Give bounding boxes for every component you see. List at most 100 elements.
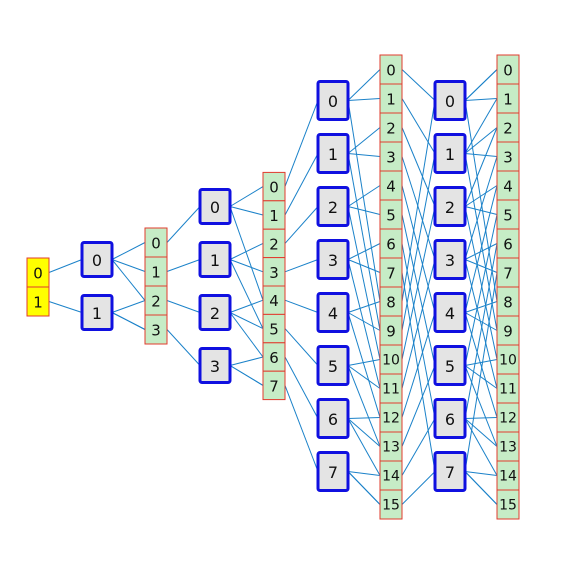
edge <box>464 471 498 505</box>
edge <box>347 359 381 366</box>
processing-node <box>198 347 232 384</box>
register-cell-label: 0 <box>269 179 279 197</box>
processing-node <box>198 241 232 278</box>
edge <box>284 153 319 216</box>
edge <box>401 206 436 360</box>
edge <box>111 259 146 301</box>
register-cell-label: 2 <box>503 120 513 138</box>
edge <box>284 206 319 244</box>
edge <box>464 69 498 101</box>
edge <box>401 312 436 418</box>
register-cell-label: 12 <box>499 411 517 427</box>
edge <box>464 206 498 215</box>
edge <box>347 312 381 331</box>
edge <box>111 242 146 260</box>
edge <box>401 418 436 476</box>
processing-node <box>433 186 467 227</box>
register-cell-label: 7 <box>386 265 396 283</box>
edge <box>166 206 201 243</box>
processing-node-label: 3 <box>210 357 220 376</box>
edge <box>401 471 436 505</box>
edge <box>284 356 319 419</box>
register-cell-label: 3 <box>151 322 161 340</box>
register-cell-label: 7 <box>269 377 279 395</box>
register-cell-label: 4 <box>386 178 396 196</box>
register-cell-label: 10 <box>499 353 517 369</box>
register-cell-label: 1 <box>269 207 279 225</box>
register-cell-label: 0 <box>151 235 161 253</box>
register-cell-label: 12 <box>382 411 400 427</box>
processing-node-label: 2 <box>210 304 220 323</box>
processing-node-label: 1 <box>92 304 102 323</box>
edge <box>464 127 498 207</box>
edge <box>401 259 436 389</box>
processing-node <box>433 292 467 333</box>
register-cell-label: 1 <box>503 91 513 109</box>
processing-node <box>198 294 232 331</box>
edge <box>401 156 436 260</box>
edge <box>401 214 436 366</box>
processing-node-label: 2 <box>445 198 455 217</box>
processing-node-label: 5 <box>445 357 455 376</box>
edge <box>464 185 498 313</box>
edge <box>347 69 381 101</box>
edge <box>347 471 381 505</box>
processing-node-label: 0 <box>445 92 455 111</box>
edge <box>464 243 498 260</box>
register-cell-label: 15 <box>499 498 517 514</box>
processing-node <box>80 241 114 278</box>
processing-node-label: 1 <box>210 251 220 270</box>
processing-node-label: 4 <box>328 304 338 323</box>
processing-node-label: 4 <box>445 304 455 323</box>
processing-node-label: 2 <box>328 198 338 217</box>
edge <box>464 100 498 302</box>
processing-node-label: 5 <box>328 357 338 376</box>
edge <box>111 259 146 272</box>
processing-node-label: 3 <box>445 251 455 270</box>
edge <box>401 153 436 331</box>
register-cell-label: 3 <box>269 264 279 282</box>
processing-node-label: 6 <box>328 410 338 429</box>
edge <box>347 301 381 313</box>
processing-node-label: 1 <box>328 145 338 164</box>
edge <box>347 153 381 331</box>
edge <box>347 153 381 157</box>
edge <box>347 185 381 207</box>
register-cell-label: 10 <box>382 353 400 369</box>
edge <box>464 359 498 366</box>
edge <box>464 206 498 360</box>
edge <box>166 259 201 272</box>
register-column-2: 0 1 2 3 <box>144 227 168 345</box>
edge <box>401 69 436 101</box>
edge <box>464 471 498 476</box>
edge <box>401 100 436 302</box>
register-cell-label: 13 <box>499 440 517 456</box>
edge <box>347 243 381 260</box>
edge <box>464 153 498 331</box>
register-cell-label: 5 <box>386 207 396 225</box>
edge <box>464 127 498 154</box>
edge <box>347 312 381 418</box>
edge <box>48 259 83 273</box>
edge <box>284 299 319 313</box>
register-cell-label: 2 <box>151 293 161 311</box>
register-cell-label: 1 <box>151 264 161 282</box>
register-cell-label: 5 <box>503 207 513 225</box>
edge <box>464 365 498 389</box>
register-cell-label: 11 <box>382 382 400 398</box>
edge <box>229 259 264 273</box>
processing-node-label: 0 <box>328 92 338 111</box>
edges <box>48 69 498 505</box>
edge <box>284 100 319 187</box>
edge <box>401 127 436 207</box>
register-cell-label: 6 <box>386 236 396 254</box>
processing-node-label: 0 <box>210 198 220 217</box>
processing-node <box>433 398 467 439</box>
register-cell-label: 6 <box>503 236 513 254</box>
register-cell <box>262 370 286 401</box>
register-cell-label: 3 <box>386 149 396 167</box>
processing-node <box>433 80 467 121</box>
register-cell-label: 0 <box>33 265 43 283</box>
